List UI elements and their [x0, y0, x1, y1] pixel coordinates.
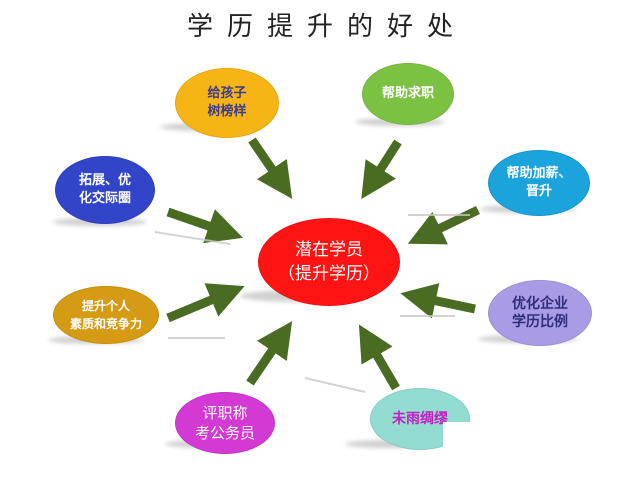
arrow-from-titles-civil-service	[246, 321, 293, 386]
arrow-from-social-circle	[166, 207, 244, 244]
arrow-from-personal-competitiveness	[166, 283, 245, 323]
node-personal-competitiveness: 提升个人 素质和竞争力	[53, 286, 159, 344]
arrow-from-raise-promotion	[407, 205, 480, 245]
arrow-from-rainy-day	[358, 324, 400, 391]
node-titles-civil-service: 评职称 考公务员	[175, 392, 275, 454]
center-node: 潜在学员 （提升学历）	[258, 218, 400, 306]
node-set-example: 给孩子 树榜样	[175, 68, 279, 138]
node-raise-promotion: 帮助加薪、 晋升	[488, 150, 590, 216]
node-social-circle: 拓展、优 化交际圈	[55, 156, 155, 224]
node-label: 帮助求职	[381, 86, 434, 101]
node-label: 评职称 考公务员	[194, 404, 255, 442]
node-label: 拓展、优 化交际圈	[78, 173, 131, 206]
node-label: 帮助加薪、 晋升	[506, 166, 572, 199]
node-optimize-company-ratio: 优化企业 学历比例	[488, 280, 592, 346]
occlusion-patch	[443, 422, 503, 472]
node-label: 未雨绸缪	[392, 411, 448, 427]
arrow-from-optimize-company-ratio	[400, 283, 476, 319]
center-label: 潜在学员 （提升学历）	[278, 240, 380, 284]
node-label: 优化企业 学历比例	[512, 296, 568, 330]
diagram-title: 学历提升的好处	[186, 12, 467, 42]
node-job-seeking: 帮助求职	[362, 63, 454, 125]
node-label: 给孩子 树榜样	[207, 86, 247, 119]
node-label: 提升个人 素质和竞争力	[69, 299, 142, 331]
arrow-from-set-example	[248, 137, 293, 199]
arrow-from-job-seeking	[361, 139, 402, 200]
